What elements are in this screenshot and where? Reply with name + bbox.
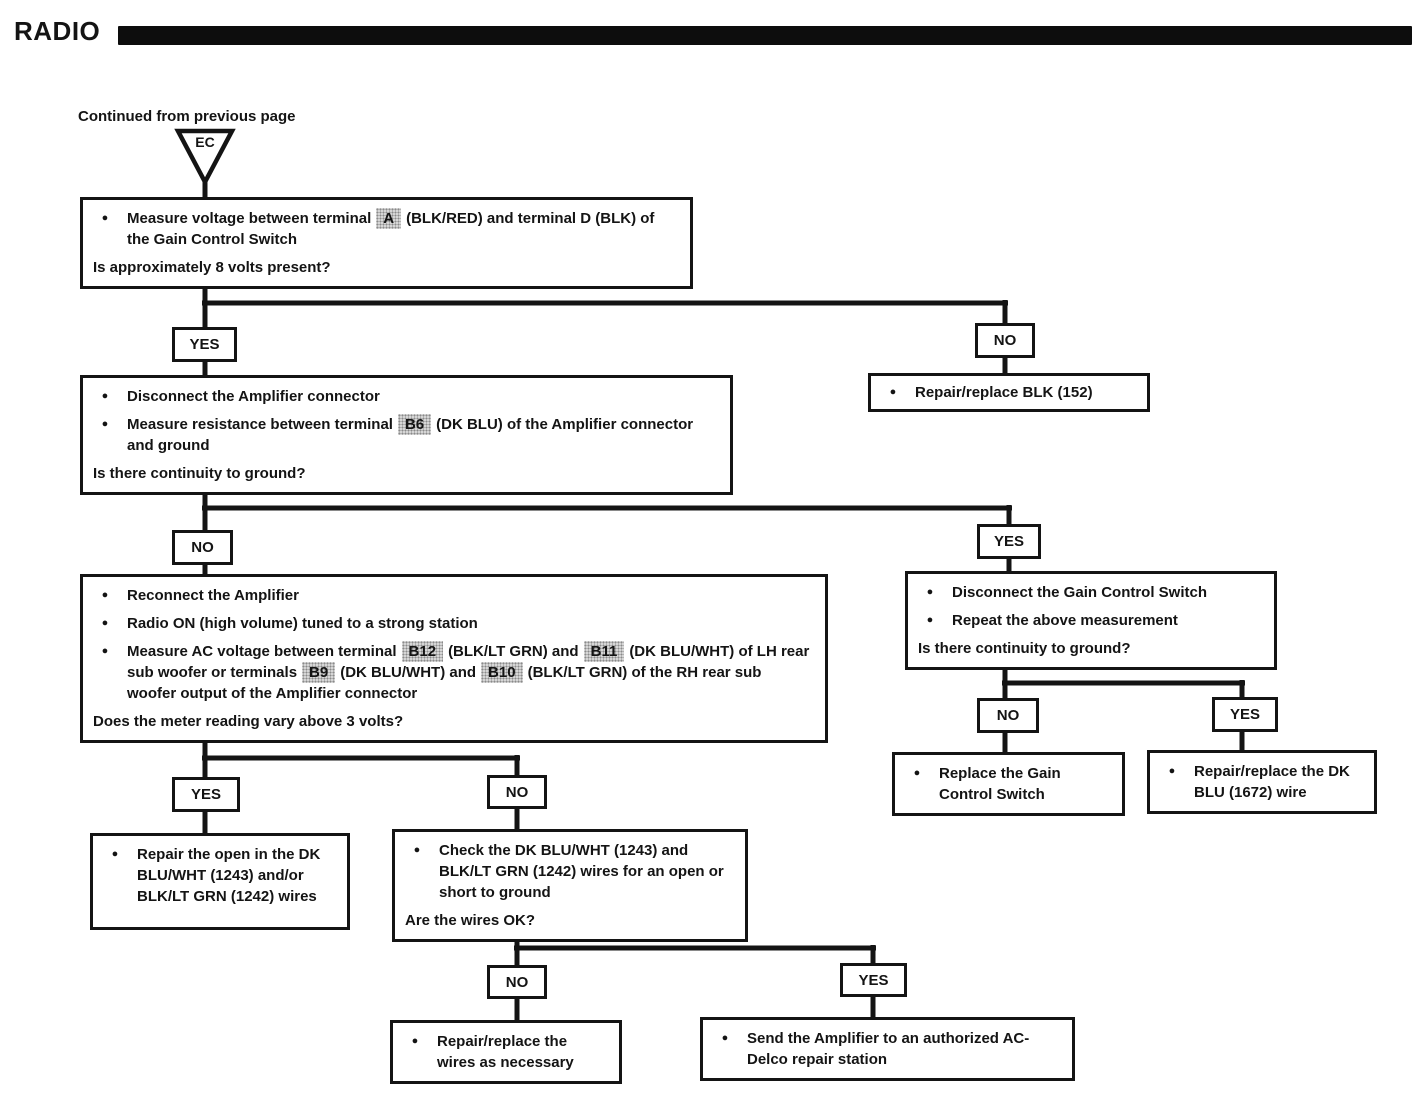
page-title: RADIO (14, 16, 101, 46)
decision-label-yes-1: YES (172, 327, 237, 362)
ec-connector-label: EC (195, 134, 215, 150)
text-segment: (DK BLU) of the Amplifier connector and … (127, 416, 694, 454)
action-bullet: ● Replace the Gain Control Switch (895, 763, 1114, 805)
text-segment: Measure voltage between terminal (127, 210, 372, 227)
question-text: Are the wires OK? (405, 912, 536, 929)
bullet-text: Radio ON (high volume) tuned to a strong… (127, 615, 478, 632)
text-segment: (DK BLU/WHT) of LH rear sub woofer or te… (127, 643, 810, 681)
decision-label-no-3: NO (977, 698, 1039, 733)
step-bullet: ● Disconnect the Gain Control Switch (908, 582, 1266, 603)
action-text: Repair/replace the wires as necessary (437, 1033, 574, 1071)
step-box-check-wires: ● Check the DK BLU/WHT (1243) and BLK/LT… (392, 829, 748, 942)
bullet-icon: ● (411, 1035, 419, 1047)
bullet-icon: ● (721, 1032, 729, 1044)
decision-label-yes-5: YES (840, 963, 907, 997)
step-box-measure-ac-voltage: ● Reconnect the Amplifier ● Radio ON (hi… (80, 574, 828, 743)
action-box-repair-dkblu-wire: ● Repair/replace the DK BLU (1672) wire (1147, 750, 1377, 814)
continued-from-label: Continued from previous page (78, 108, 296, 125)
bullet-icon: ● (913, 767, 921, 779)
bullet-icon: ● (101, 390, 109, 402)
bullet-icon: ● (889, 386, 897, 398)
terminal-chip-b10: B10 (481, 662, 523, 683)
bullet-icon: ● (101, 617, 109, 629)
decision-label-no-5: NO (487, 965, 547, 999)
bullet-icon: ● (111, 848, 119, 860)
step-box-gain-control-recheck: ● Disconnect the Gain Control Switch ● R… (905, 571, 1277, 670)
bullet-icon: ● (413, 844, 421, 856)
bullet-icon: ● (101, 418, 109, 430)
ec-connector-triangle (174, 128, 236, 187)
step-bullet: ● Disconnect the Amplifier connector (83, 386, 722, 407)
step-bullet: ● Check the DK BLU/WHT (1243) and BLK/LT… (395, 840, 737, 903)
decision-label-yes-4: YES (172, 777, 240, 812)
action-text: Send the Amplifier to an authorized AC-D… (747, 1030, 1030, 1068)
text-segment: (BLK/RED) and terminal D (BLK) of the Ga… (127, 210, 655, 248)
bullet-icon: ● (1168, 765, 1176, 777)
action-text: Repair/replace BLK (152) (915, 384, 1093, 401)
action-bullet: ● Repair/replace BLK (152) (871, 382, 1139, 403)
terminal-chip-b12: B12 (401, 641, 444, 662)
action-bullet: ● Send the Amplifier to an authorized AC… (703, 1028, 1064, 1070)
question-text: Does the meter reading vary above 3 volt… (93, 713, 404, 730)
question-text: Is approximately 8 volts present? (93, 259, 331, 276)
bullet-icon: ● (926, 614, 934, 626)
action-bullet: ● Repair/replace the DK BLU (1672) wire (1150, 761, 1366, 803)
bullet-icon: ● (101, 589, 109, 601)
text-segment: Measure resistance between terminal (127, 416, 393, 433)
bullet-text: Repeat the above measurement (952, 612, 1178, 629)
decision-label-no-2: NO (172, 530, 233, 565)
decision-label-yes-3: YES (1212, 697, 1278, 732)
header-bar (118, 26, 1412, 45)
decision-label-yes-2: YES (977, 524, 1041, 559)
bullet-text: Check the DK BLU/WHT (1243) and BLK/LT G… (439, 842, 724, 901)
text-segment: (BLK/LT GRN) of the RH rear sub woofer o… (127, 664, 762, 702)
terminal-chip-b6: B6 (397, 414, 432, 435)
action-text: Repair/replace the DK BLU (1672) wire (1194, 763, 1350, 801)
action-box-repair-open-wires: ● Repair the open in the DK BLU/WHT (124… (90, 833, 350, 930)
bullet-text: Disconnect the Gain Control Switch (952, 584, 1208, 601)
question-text: Is there continuity to ground? (93, 465, 306, 482)
terminal-chip-b11: B11 (583, 641, 625, 662)
step-bullet: ● Radio ON (high volume) tuned to a stro… (83, 613, 817, 634)
bullet-icon: ● (101, 212, 109, 224)
bullet-icon: ● (926, 586, 934, 598)
step-bullet: ● Repeat the above measurement (908, 610, 1266, 631)
terminal-chip-a: A (376, 208, 402, 229)
action-bullet: ● Repair/replace the wires as necessary (393, 1031, 611, 1073)
action-text: Repair the open in the DK BLU/WHT (1243)… (137, 846, 321, 905)
bullet-text: Disconnect the Amplifier connector (127, 388, 380, 405)
text-segment: Measure AC voltage between terminal (127, 643, 397, 660)
action-box-repair-blk: ● Repair/replace BLK (152) (868, 373, 1150, 412)
action-bullet: ● Repair the open in the DK BLU/WHT (124… (93, 844, 339, 907)
text-segment: (BLK/LT GRN) and (448, 643, 579, 660)
action-box-replace-gain-switch: ● Replace the Gain Control Switch (892, 752, 1125, 816)
decision-label-no-1: NO (975, 323, 1035, 358)
step-box-measure-resistance: ● Disconnect the Amplifier connector ● M… (80, 375, 733, 495)
terminal-chip-b9: B9 (302, 662, 336, 683)
action-text: Replace the Gain Control Switch (939, 765, 1061, 803)
bullet-icon: ● (101, 645, 109, 657)
decision-label-no-4: NO (487, 775, 547, 809)
action-box-send-amplifier: ● Send the Amplifier to an authorized AC… (700, 1017, 1075, 1081)
text-segment: (DK BLU/WHT) and (340, 664, 477, 681)
action-box-repair-wires: ● Repair/replace the wires as necessary (390, 1020, 622, 1084)
step-bullet: ● Reconnect the Amplifier (83, 585, 817, 606)
question-text: Is there continuity to ground? (918, 640, 1131, 657)
bullet-text: Reconnect the Amplifier (127, 587, 299, 604)
